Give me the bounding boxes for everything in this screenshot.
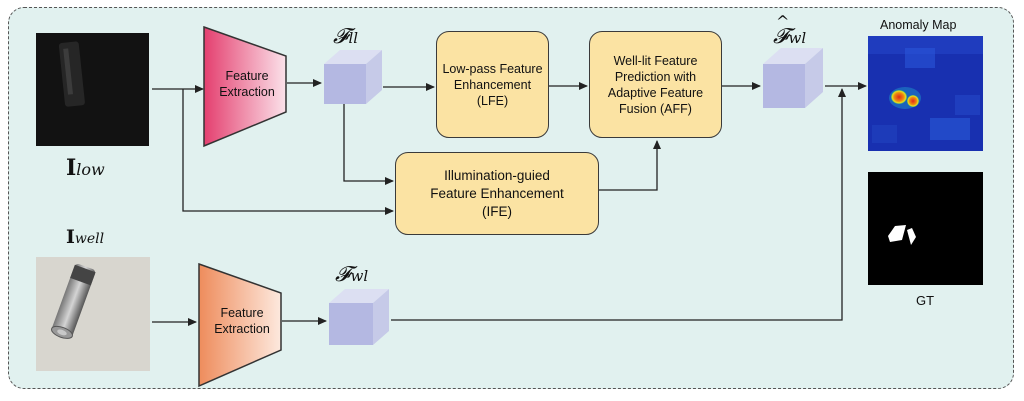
aff-module: Well-lit Feature Prediction with Adaptiv…	[589, 31, 722, 138]
lfe-module: Low-pass Feature Enhancement (LFE)	[436, 31, 549, 138]
ground-truth-mask	[868, 172, 983, 285]
arrow-fwl-to-anomaly	[391, 88, 846, 321]
anomaly-map-title: Anomaly Map	[880, 18, 957, 32]
cube-f-ll	[324, 50, 382, 104]
cube-f-hat-wl	[763, 48, 823, 108]
ife-module: Illumination-guied Feature Enhancement (…	[395, 152, 599, 235]
flow-arrows	[152, 79, 867, 326]
aff-module-label: Well-lit Feature Prediction with Adaptiv…	[607, 53, 704, 116]
ife-module-label: Illumination-guied Feature Enhancement (…	[430, 167, 564, 219]
low-light-image	[36, 33, 149, 146]
arrow-fll-to-ife	[343, 104, 394, 185]
feature-extractor-bottom	[198, 262, 282, 388]
feature-f-wl-label: 𝓕wl	[335, 262, 369, 286]
cube-f-wl	[329, 289, 389, 345]
arrow-low-to-ife	[182, 89, 394, 215]
well-lit-image	[36, 257, 150, 371]
arrow-ife-to-aff	[599, 140, 661, 191]
input-well-label: Iwell	[66, 226, 105, 248]
input-low-label: Ilow	[66, 155, 105, 181]
feature-extraction-bottom-label: Feature Extraction	[214, 306, 270, 336]
feature-extraction-top-label: Feature Extraction	[219, 69, 275, 99]
feature-f-ll-label: 𝓕ll	[333, 24, 359, 48]
feature-f-hat-wl-label: ^𝓕wl	[773, 12, 807, 48]
gt-label: GT	[916, 293, 935, 308]
anomaly-map-image	[868, 36, 983, 151]
lfe-module-label: Low-pass Feature Enhancement (LFE)	[442, 61, 543, 108]
feature-extractor-top	[203, 25, 287, 148]
